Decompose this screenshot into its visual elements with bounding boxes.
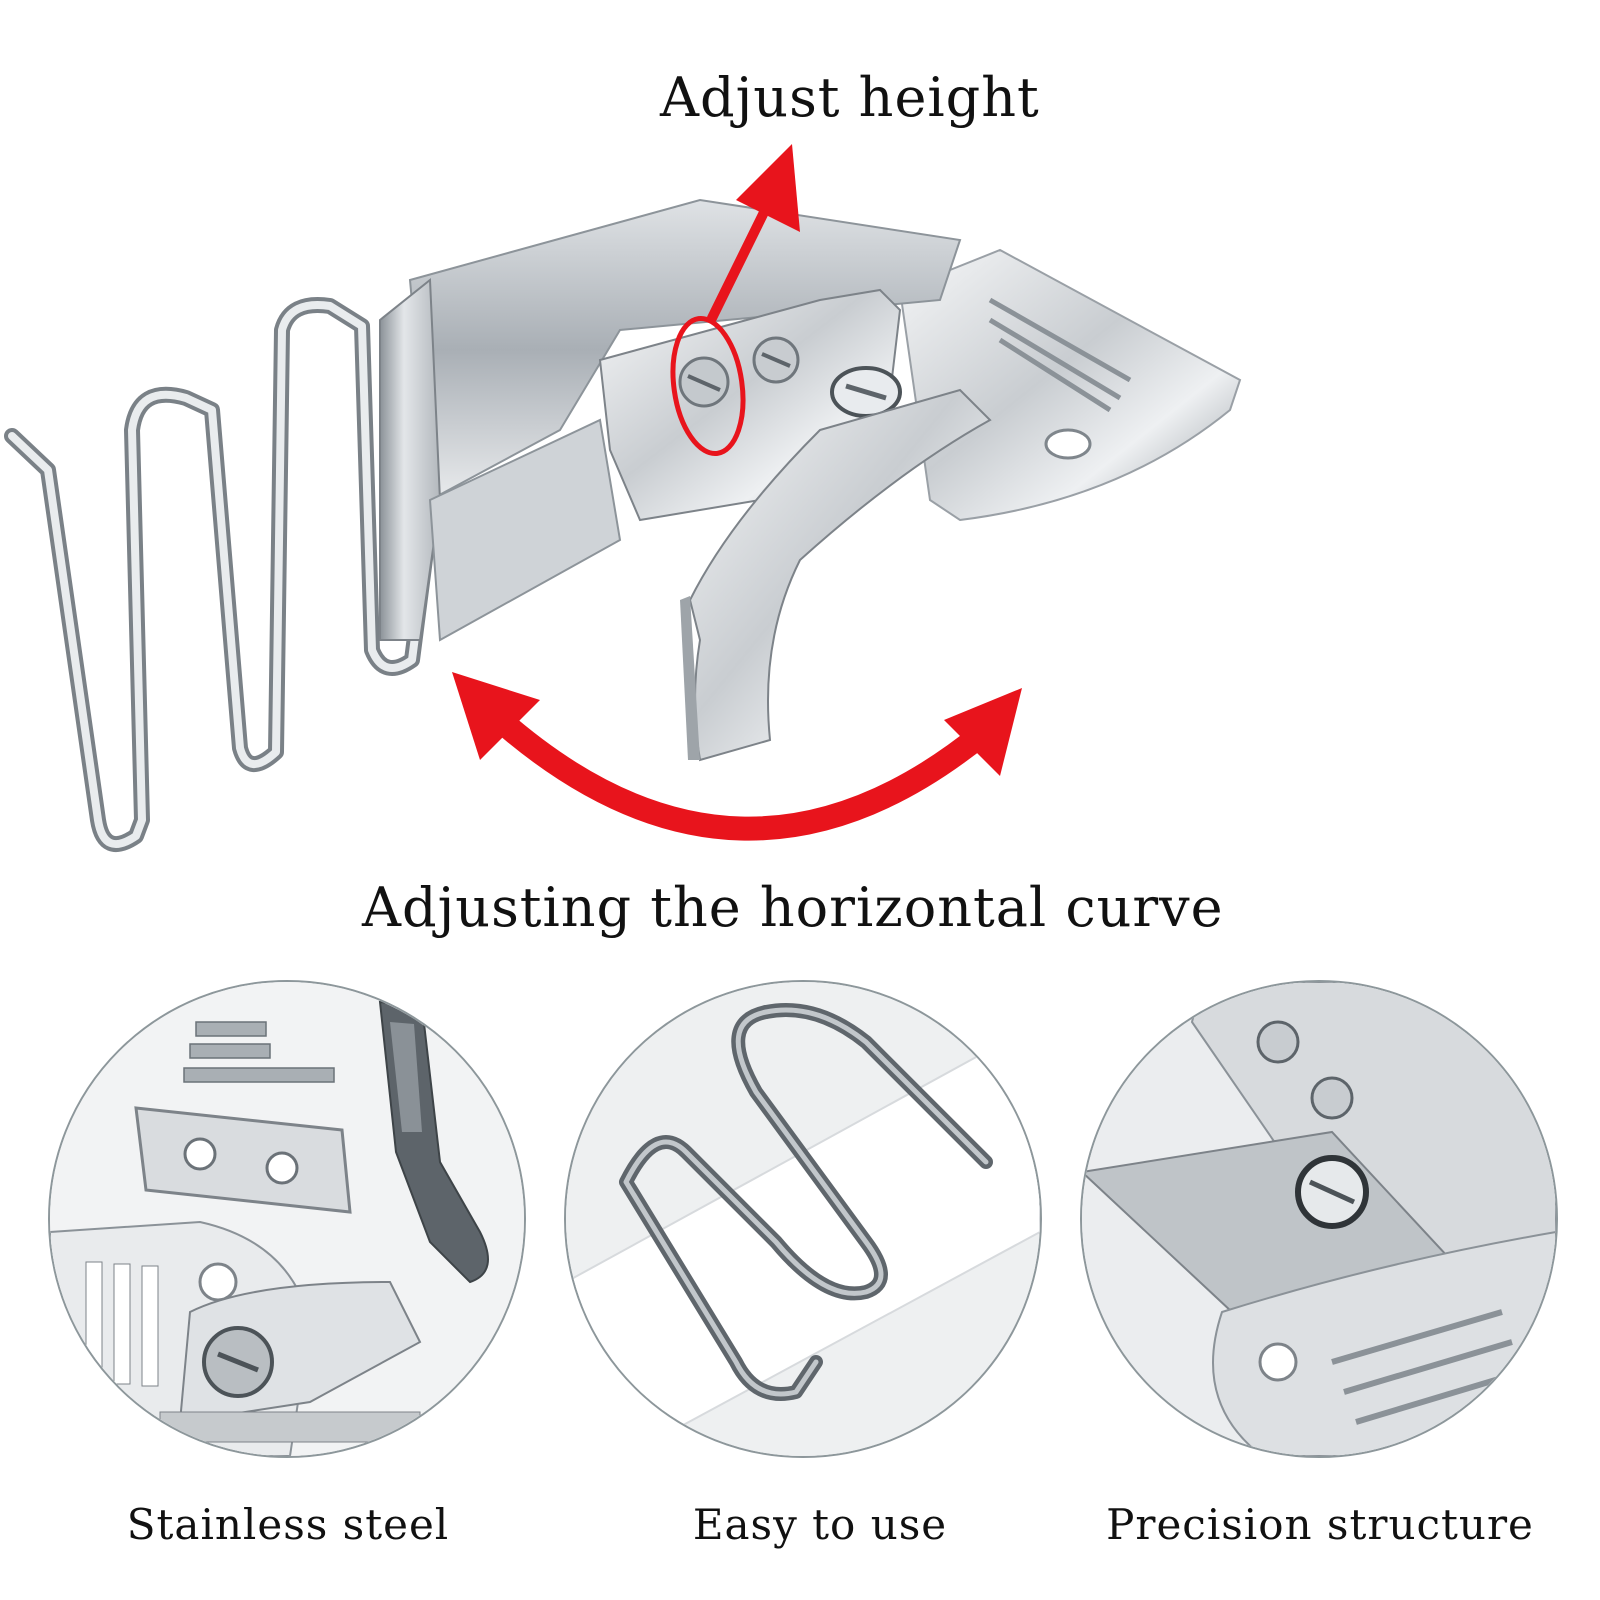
adjust-screws (678, 336, 902, 418)
folding-scroll (379, 198, 962, 642)
feature-label-easy-to-use: Easy to use (692, 1500, 948, 1549)
feature-image-easy-to-use (564, 980, 1042, 1458)
feature-label-stainless-steel: Stainless steel (126, 1500, 450, 1549)
double-headed-curved-arrow-icon (452, 672, 1022, 841)
base-plate (898, 248, 1242, 522)
wire-loop-guide (619, 1003, 993, 1401)
fabric-tape (566, 1020, 1040, 1456)
feature-image-precision-structure (1080, 980, 1558, 1458)
binder-attachment-illustration (4, 144, 1242, 852)
binder-plate-part (159, 1280, 422, 1443)
feature-image-stainless-steel (48, 980, 526, 1458)
adjust-height-caption: Adjust height (660, 66, 1040, 129)
wire-guide (4, 297, 438, 852)
red-ellipse-highlight-icon (670, 315, 746, 457)
up-right-arrow-icon (707, 144, 800, 323)
feed-dog-part (134, 1021, 352, 1214)
feature-label-precision-structure: Precision structure (1106, 1500, 1534, 1549)
presser-foot-part (378, 1000, 489, 1284)
horizontal-curve-caption: Adjusting the horizontal curve (362, 876, 1224, 939)
curve-guide-blade (680, 388, 992, 762)
precision-screws (1256, 1020, 1369, 1229)
